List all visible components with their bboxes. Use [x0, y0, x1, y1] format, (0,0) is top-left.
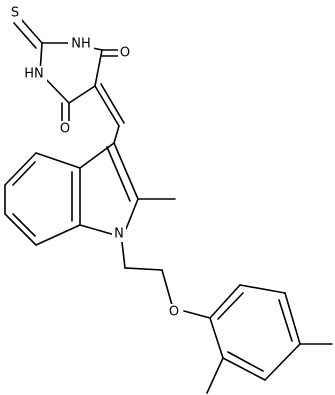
- bond-c3-c2i-double: [106, 146, 131, 202]
- bond-c6b-c7b: [4, 213, 37, 246]
- indole-nitrogen-label: N: [114, 227, 124, 242]
- bond-ar5-ar6: [222, 357, 266, 381]
- oxygen-bottom-label: O: [60, 122, 70, 137]
- bond-c6-c5: [94, 49, 103, 87]
- oxygen-top-atom: O: [118, 45, 132, 61]
- bond-c3-c2i: [113, 142, 139, 200]
- oxygen-bottom-atom: O: [58, 121, 72, 137]
- ether-oxygen-atom: O: [167, 304, 181, 320]
- nh-bottom-atom: HN: [21, 66, 47, 82]
- bond-ar1-ar2-inner: [217, 292, 244, 320]
- bond-ar4-ar5: [264, 343, 301, 381]
- bond-n-c7a: [79, 224, 116, 236]
- bond-c5-c4: [68, 85, 96, 104]
- sulfur-atom: S: [8, 5, 22, 21]
- nh-bottom-label: HN: [24, 67, 44, 82]
- sulfur-label: S: [11, 6, 19, 21]
- bond-n-ch2a: [121, 241, 126, 269]
- bond-ch2b-o: [161, 269, 173, 306]
- bond-ch2a-ch2b: [124, 267, 163, 271]
- bond-o-ar1: [183, 310, 211, 319]
- bond-layer: [4, 17, 333, 394]
- bond-c7b-c7a: [35, 224, 81, 246]
- bond-ch-c3: [113, 125, 120, 144]
- bond-ar3-ar4: [284, 292, 301, 345]
- bond-ar5-ar6-inner: [227, 351, 264, 372]
- ether-oxygen-label: O: [169, 305, 179, 320]
- atom-label-layer: S NH HN O O N O: [8, 5, 181, 320]
- bond-ar3-ar4-inner: [278, 299, 293, 342]
- bond-c3a-c4b: [35, 152, 81, 169]
- bond-c6b-c7b-inner: [12, 213, 36, 237]
- bond-c2-s-double: [13, 22, 37, 49]
- oxygen-top-label: O: [120, 46, 130, 61]
- nh-top-label: NH: [71, 37, 91, 52]
- bond-ar2-ar3: [239, 284, 286, 294]
- indole-nitrogen-atom: N: [112, 226, 126, 242]
- bond-ar1-ar2: [209, 284, 241, 319]
- bond-c4b-c5b-inner: [12, 161, 36, 186]
- bond-c5-ch: [94, 85, 120, 127]
- bond-ar6-ar1: [209, 317, 224, 359]
- bond-ar6-methyl: [206, 357, 224, 394]
- bond-c3-c3a: [79, 142, 115, 169]
- bond-c5-ch-double: [100, 83, 125, 124]
- bond-c4b-c5b: [4, 152, 37, 186]
- bond-c2-s: [19, 17, 43, 44]
- nh-top-atom: NH: [68, 36, 94, 52]
- bond-c2i-n: [125, 198, 139, 230]
